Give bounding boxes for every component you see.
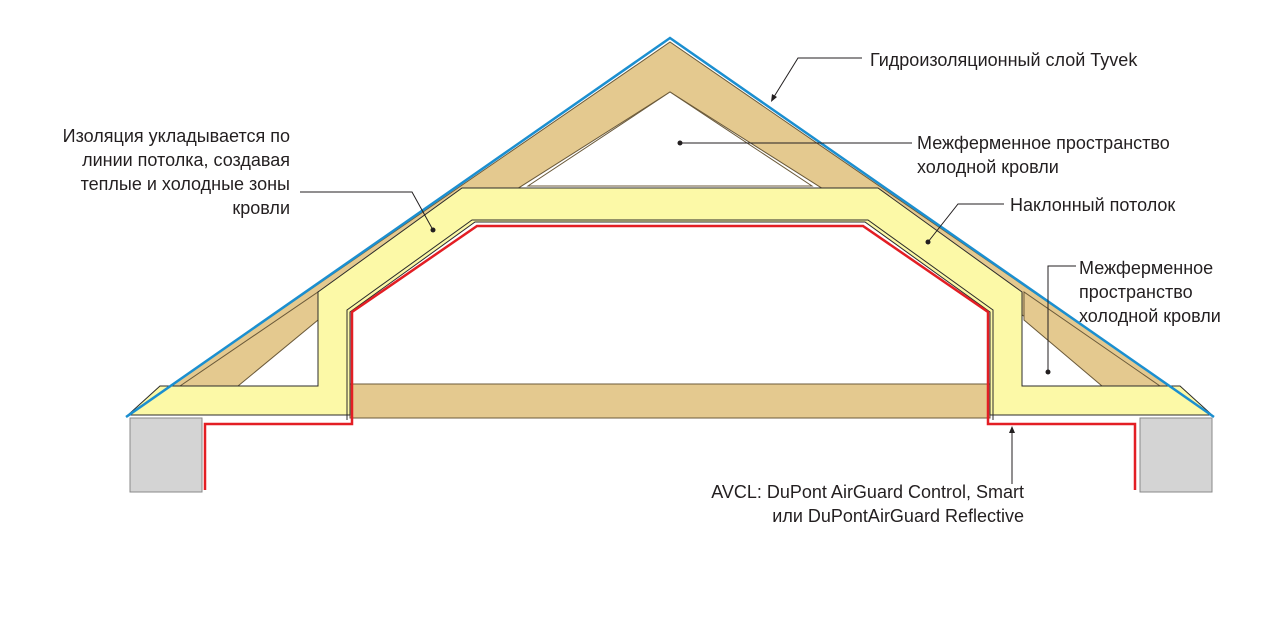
leader-lines [300, 57, 1076, 484]
avcl-line [203, 224, 1137, 490]
left-wall [129, 417, 203, 493]
label-cold-side-line-1: Межферменное [1079, 258, 1214, 278]
leader-insulation [300, 191, 434, 231]
insulation-layer [126, 187, 1214, 416]
label-insulation-line-4: кровли [232, 198, 290, 218]
tyvek-arrow [771, 94, 777, 102]
label-avcl-line-1: AVCL: DuPont AirGuard Control, Smart [711, 482, 1024, 502]
cold-attic-space [526, 91, 814, 187]
dot-cold-space-top [677, 140, 683, 146]
label-insulation-line-2: линии потолка, создавая [82, 150, 290, 170]
label-cold-top-line-2: холодной кровли [917, 157, 1059, 177]
label-sloped-ceiling-line: Наклонный потолок [1010, 195, 1176, 215]
label-insulation-note: Изоляция укладывается по линии потолка, … [63, 124, 290, 220]
dot-insulation-left [430, 227, 436, 233]
label-cold-side-line-2: пространство [1079, 282, 1193, 302]
dot-sloped-ceiling [925, 239, 931, 245]
leader-dots [430, 140, 1051, 375]
label-tyvek-line: Гидроизоляционный слой Tyvek [870, 50, 1138, 70]
label-sloped-ceiling: Наклонный потолок [1010, 193, 1175, 217]
leader-tyvek [771, 57, 862, 101]
leader-cold-space-side [1047, 265, 1076, 372]
left-brace [178, 291, 319, 387]
label-avcl: AVCL: DuPont AirGuard Control, Smart или… [711, 480, 1024, 528]
label-insulation-line-1: Изоляция укладывается по [62, 126, 290, 146]
right-wall [1139, 417, 1213, 493]
label-cold-space-side: Межферменное пространство холодной кровл… [1079, 256, 1221, 328]
bottom-chord [349, 383, 991, 419]
tyvek-line [125, 36, 1215, 419]
label-insulation-line-3: теплые и холодные зоны [80, 174, 290, 194]
dot-cold-space-side [1045, 369, 1051, 375]
ceiling-inner-line [346, 219, 994, 420]
label-cold-space-top: Межферменное пространство холодной кровл… [917, 131, 1170, 179]
label-avcl-line-2: или DuPontAirGuard Reflective [772, 506, 1024, 526]
avcl-arrow [1009, 426, 1015, 433]
label-tyvek: Гидроизоляционный слой Tyvek [870, 48, 1137, 72]
leader-sloped-ceiling [927, 203, 1004, 243]
label-cold-top-line-1: Межферменное пространство [917, 133, 1170, 153]
label-cold-side-line-3: холодной кровли [1079, 306, 1221, 326]
